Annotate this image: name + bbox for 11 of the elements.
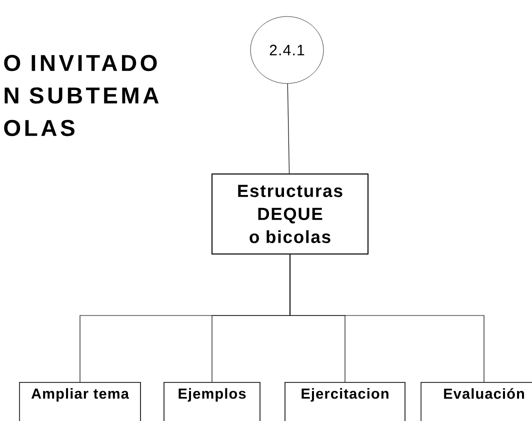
subtopic-box: Evaluación — [420, 382, 532, 421]
subtopic-box: Ampliar tema — [19, 382, 141, 421]
subtopic-box: Ejercitacion — [284, 382, 406, 421]
connector-line — [290, 254, 484, 382]
title-text: OLAS — [4, 120, 74, 136]
connector-line — [287, 83, 290, 174]
circle-node: 2.4.1 — [250, 16, 324, 84]
title-text: N SUBTEMA — [4, 87, 159, 104]
subtopic-box: Ejemplos — [164, 382, 260, 421]
topic-box: Estructuras DEQUE o bicolas — [212, 174, 368, 254]
title-text: O INVITADO — [4, 54, 157, 72]
